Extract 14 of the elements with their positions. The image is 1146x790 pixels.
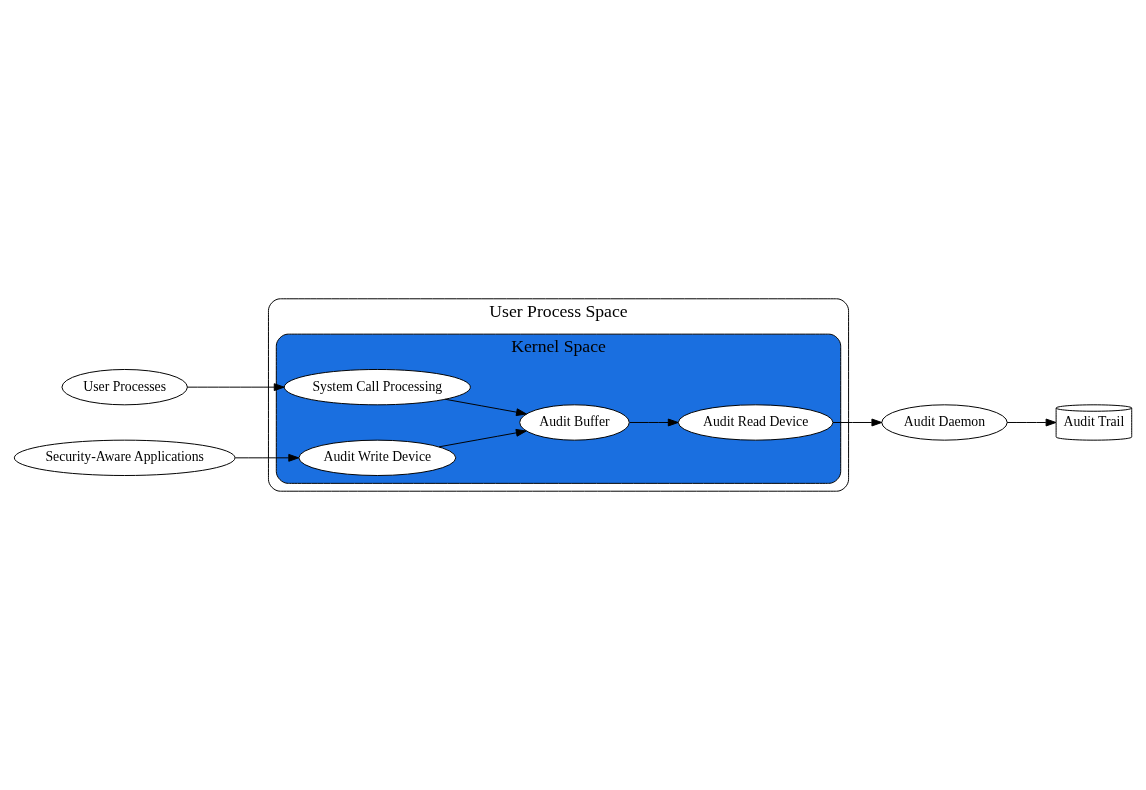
arrow bbox=[444, 398, 527, 417]
node-ellipse: Audit Read Device bbox=[677, 404, 834, 441]
arrow bbox=[1006, 418, 1057, 427]
node-ellipse: Audit Buffer bbox=[519, 404, 630, 441]
node-ellipse: System Call Processing bbox=[283, 369, 471, 406]
node-ellipse: Security-Aware Applications bbox=[13, 439, 236, 476]
arrow bbox=[629, 418, 679, 427]
node-ellipse: Audit Write Device bbox=[298, 439, 457, 476]
node-ellipse: User Processes bbox=[61, 369, 188, 406]
node-ellipse: Audit Daemon bbox=[881, 404, 1008, 441]
arrow bbox=[234, 453, 300, 462]
arrow bbox=[832, 418, 883, 427]
arrow bbox=[186, 383, 285, 392]
arrow bbox=[438, 428, 527, 448]
